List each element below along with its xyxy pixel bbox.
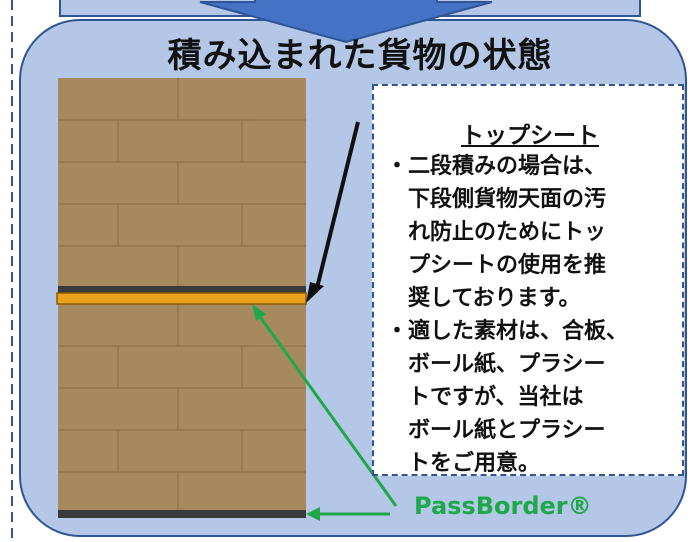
topsheet-pointer-line [314, 121, 360, 293]
cargo-stack [56, 78, 307, 518]
topsheet-pointer-head [306, 282, 324, 303]
callout-line: 下段側貨物天面の汚 [408, 187, 607, 212]
callout-line: トですが、当社は [408, 385, 584, 410]
callout-line: ・二段積みの場合は、 [386, 154, 607, 179]
middle-pallet [58, 286, 306, 294]
callout-line: トをご用意。 [408, 451, 541, 476]
callout-line: プシートの使用を推 [408, 253, 607, 278]
bottom-pallet [58, 510, 306, 518]
passborder-pointer-bottom-head [306, 507, 320, 521]
topsheet-callout: トップシート ・二段積みの場合は、 下段側貨物天面の汚 れ防止のためにトッ プシ… [372, 84, 684, 476]
upper-box-stack [58, 78, 306, 292]
passborder-pointer-mid-head [252, 304, 266, 321]
lower-box-stack [58, 304, 306, 512]
callout-line: ・適した素材は、合板、 [386, 319, 629, 344]
callout-line: 奨しております。 [408, 286, 581, 311]
page-title: 積み込まれた貨物の状態 [167, 36, 553, 76]
passborder-label: PassBorder® [414, 492, 592, 520]
callout-line: れ防止のためにトッ [408, 220, 607, 245]
callout-line: ボール紙とプラシー [408, 418, 606, 443]
callout-line: ボール紙、プラシー [408, 352, 606, 377]
callout-heading: トップシート [461, 123, 599, 149]
top-sheet [56, 292, 307, 305]
